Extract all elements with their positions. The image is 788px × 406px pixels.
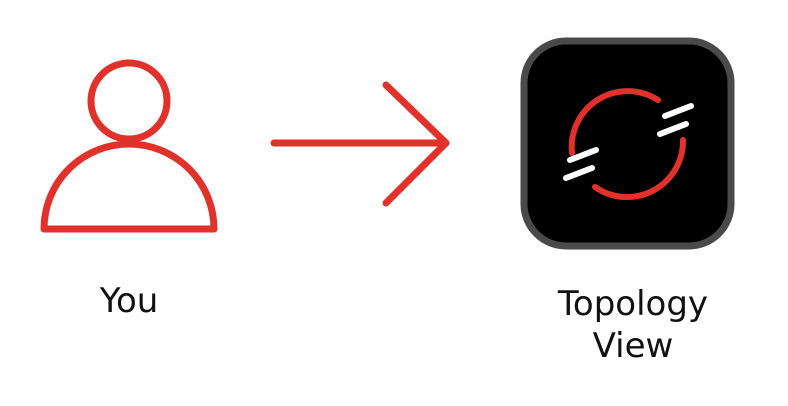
topology-view-label-line1: Topology xyxy=(557,284,709,324)
logo-stripes xyxy=(563,103,694,181)
topology-view-label: Topology View xyxy=(528,283,738,367)
openshift-logo-icon xyxy=(568,88,687,200)
person-icon xyxy=(40,59,218,233)
arrow-right-icon xyxy=(270,81,450,207)
topology-view-app-icon xyxy=(520,37,735,250)
you-label: You xyxy=(99,281,159,321)
topology-view-label-line2: View xyxy=(592,326,674,366)
